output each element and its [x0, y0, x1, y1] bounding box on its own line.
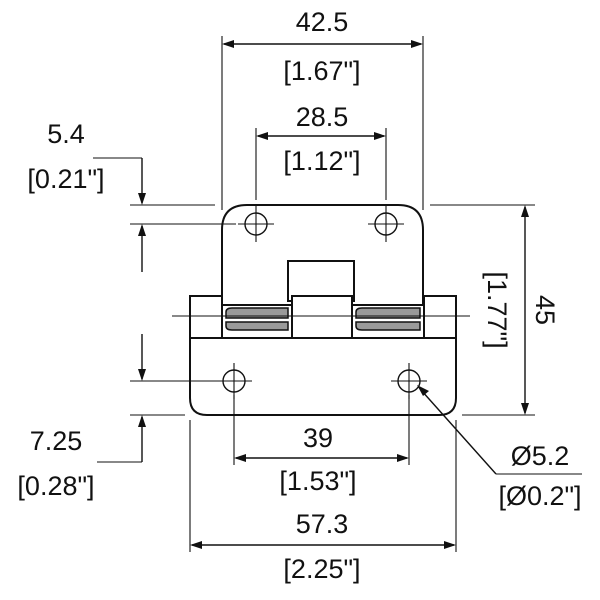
upper-leaf-tab	[287, 260, 355, 302]
knuckle-left-end	[189, 295, 223, 339]
hole-top-left	[238, 206, 274, 242]
hole-bottom-right	[391, 363, 427, 399]
hole-bottom-left	[216, 363, 252, 399]
knuckle-grip-left-lower	[225, 321, 289, 331]
lower-leaf	[189, 329, 457, 416]
hinge-part	[172, 204, 470, 416]
mounting-holes	[216, 206, 427, 399]
dim-top-width-inch: [1.67"]	[283, 56, 360, 86]
dim-bottom-hole-spacing-inch: [1.53"]	[279, 466, 356, 496]
dim-height-inch: [1.77"]	[482, 271, 512, 348]
dim-hole-diameter: Ø5.2 [Ø0.2"]	[417, 385, 582, 511]
dim-top-hole-offset-mm: 5.4	[47, 119, 85, 149]
knuckle-right-end	[423, 295, 457, 339]
dim-hole-diameter-mm: Ø5.2	[511, 441, 570, 471]
dim-bottom-hole-spacing: 39 [1.53"]	[233, 395, 410, 496]
dim-hole-diameter-inch: [Ø0.2"]	[498, 481, 581, 511]
dim-bottom-hole-offset-mm: 7.25	[30, 426, 83, 456]
dim-top-hole-spacing-mm: 28.5	[296, 102, 349, 132]
dim-top-hole-offset: 5.4 [0.21"]	[27, 119, 236, 272]
dim-bottom-width: 57.3 [2.25"]	[189, 420, 457, 584]
dim-bottom-hole-offset: 7.25 [0.28"]	[17, 334, 216, 501]
knuckle-grip-right-lower	[355, 321, 421, 331]
dim-bottom-width-mm: 57.3	[296, 509, 349, 539]
dim-top-width: 42.5 [1.67"]	[221, 7, 424, 210]
dim-top-hole-spacing: 28.5 [1.12"]	[255, 102, 387, 200]
dim-top-hole-offset-inch: [0.21"]	[27, 164, 104, 194]
knuckle-center	[291, 295, 353, 339]
dim-bottom-hole-spacing-mm: 39	[303, 423, 333, 453]
upper-leaf	[221, 204, 424, 306]
dim-top-hole-spacing-inch: [1.12"]	[283, 146, 360, 176]
dim-top-width-mm: 42.5	[296, 7, 349, 37]
hole-top-right	[368, 206, 404, 242]
dim-height: 45 [1.77"]	[430, 204, 560, 416]
dim-height-mm: 45	[530, 295, 560, 325]
dim-bottom-width-inch: [2.25"]	[283, 554, 360, 584]
dim-bottom-hole-offset-inch: [0.28"]	[17, 471, 94, 501]
